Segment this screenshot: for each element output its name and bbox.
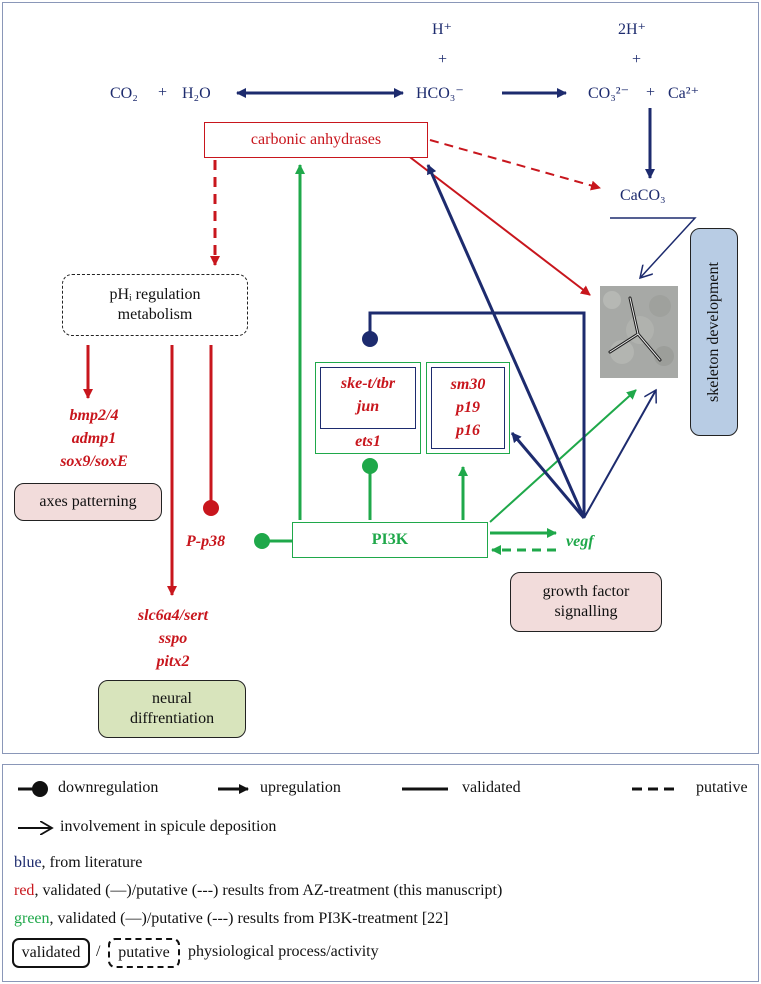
plus-sign: +: [632, 51, 642, 68]
gene-ske-t-tbr: ske-t/tbr: [340, 375, 396, 392]
arrow-caco3-skeleton: [610, 217, 697, 278]
axes-gene-list: bmp2/4 admp1 sox9/soxE: [44, 404, 144, 474]
arrow-ca-caco3-putative: [429, 139, 601, 191]
co2-label: CO₂: [110, 85, 138, 102]
h2o-label: H₂O: [182, 85, 211, 102]
sm30-inner-box: [431, 367, 505, 449]
legend-blue-line: blue, from literature: [14, 854, 142, 872]
plus-sign: +: [646, 84, 656, 101]
legend-putative-box: putative: [108, 938, 180, 968]
ets1-group-box: [315, 362, 421, 454]
carbonic-anhydrases-box: carbonic anhydrases: [204, 122, 428, 158]
legend-slash: /: [96, 943, 101, 960]
h-plus-label: H⁺: [432, 21, 452, 38]
gene-admp1: admp1: [71, 430, 117, 448]
neural-differentiation-box: neural diffrentiation: [98, 680, 246, 738]
gene-sox9-soxe: sox9/soxE: [60, 453, 128, 471]
legend-red-text: , validated (—)/putative (---) results f…: [34, 882, 503, 899]
gene-pitx2: pitx2: [156, 653, 190, 671]
neural-gene-list: slc6a4/sert sspo pitx2: [118, 604, 228, 674]
ca-label: Ca²⁺: [668, 85, 700, 102]
gene-sm30: sm30: [450, 376, 486, 393]
ske-jun-inner-box: [320, 367, 416, 429]
gene-ets1: ets1: [355, 433, 381, 450]
plus-sign: +: [438, 51, 448, 68]
phi-regulation-label: pHᵢ regulation: [109, 286, 201, 303]
hco3-label: HCO₃⁻: [416, 85, 464, 102]
legend-green-line: green, validated (—)/putative (---) resu…: [14, 910, 449, 928]
ske-jun-gene-list: ske-t/tbr jun: [320, 372, 416, 418]
legend-validated-label: validated: [462, 779, 521, 796]
legend-involvement-label: involvement in spicule deposition: [60, 818, 277, 835]
gene-p16: p16: [456, 422, 480, 440]
legend-upregulation-label: upregulation: [260, 779, 341, 796]
legend-downregulation-symbol: [32, 781, 48, 797]
legend-process-label: physiological process/activity: [188, 943, 379, 960]
pi3k-label: PI3K: [371, 531, 409, 548]
legend-validated-box-label: validated: [21, 944, 81, 961]
growth-factor-label: growth factor: [542, 583, 630, 600]
gene-sspo: sspo: [158, 630, 188, 648]
arrow-vegf-skeleton: [583, 390, 656, 519]
neural-label: neural: [152, 690, 192, 707]
arrow-ca-skeleton: [397, 147, 591, 296]
legend-blue-word: blue: [14, 854, 42, 871]
2h-plus-label: 2H⁺: [618, 21, 646, 38]
gene-bmp2-4: bmp2/4: [69, 407, 119, 424]
sm30-gene-list: sm30 p19 p16: [431, 373, 505, 443]
plus-sign: +: [158, 84, 168, 101]
arrow-vegf-sm30: [510, 432, 586, 519]
legend-blue-text: , from literature: [41, 854, 143, 871]
spicule-micrograph: [600, 286, 678, 378]
legend-red-line: red, validated (—)/putative (---) result…: [14, 882, 502, 900]
axes-patterning-box: axes patterning: [14, 483, 162, 521]
caco3-label: CaCO₃: [620, 187, 666, 204]
skeleton-development-box: skeleton development: [690, 228, 738, 436]
legend-putative-label: putative: [696, 779, 748, 796]
legend-red-word: red: [14, 882, 35, 899]
arrow-vegf-hco3: [426, 164, 586, 519]
signalling-label: signalling: [554, 603, 618, 620]
gene-jun: jun: [356, 398, 380, 416]
carbonic-anhydrases-label: carbonic anhydrases: [250, 131, 382, 148]
axes-patterning-label: axes patterning: [39, 493, 137, 510]
inhibit-vegf-ske: [368, 311, 586, 518]
legend-putative-box-label: putative: [118, 944, 170, 961]
spicule-icon: [600, 286, 678, 378]
growth-factor-signalling-box: growth factor signalling: [510, 572, 662, 632]
diffrentiation-label: diffrentiation: [129, 710, 215, 727]
p-p38-label: P-p38: [186, 533, 226, 550]
phi-regulation-box: pHᵢ regulation metabolism: [62, 274, 248, 336]
legend-green-word: green: [14, 910, 50, 927]
legend-validated-box: validated: [12, 938, 90, 968]
vegf-label: vegf: [566, 533, 594, 550]
metabolism-label: metabolism: [117, 306, 193, 323]
arrow-pi3k-skeleton: [489, 389, 637, 523]
skeleton-development-label: skeleton development: [705, 262, 722, 402]
sm30-group-box: [426, 362, 510, 454]
gene-slc6a4-sert: slc6a4/sert: [137, 607, 209, 624]
legend-panel: [2, 764, 759, 982]
gene-p19: p19: [456, 399, 480, 417]
co3-label: CO₃²⁻: [588, 85, 630, 102]
pi3k-box: PI3K: [292, 522, 488, 558]
legend-green-text: , validated (—)/putative (---) results f…: [49, 910, 449, 927]
legend-downregulation-label: downregulation: [58, 779, 159, 796]
